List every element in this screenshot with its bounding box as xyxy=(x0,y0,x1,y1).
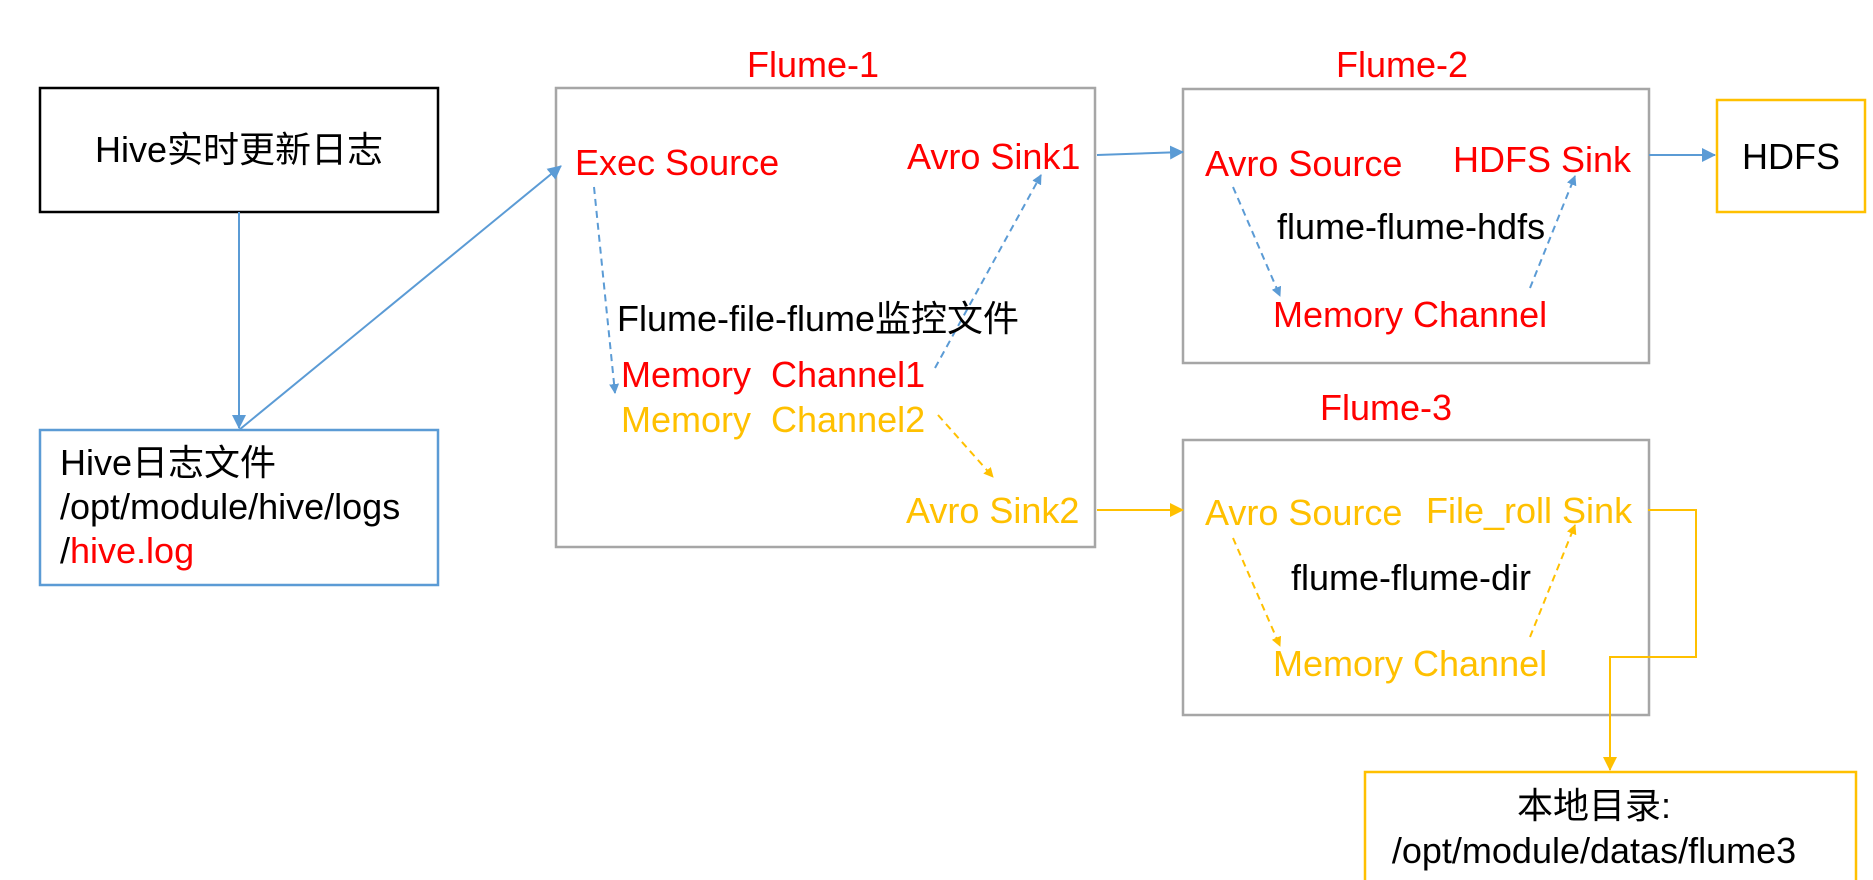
flume3-avro-source: Avro Source xyxy=(1205,492,1403,533)
hive-file-name: hive.log xyxy=(70,530,195,571)
flume1-box xyxy=(554,86,1097,549)
arrow-file-roll-sink-to-local-dir xyxy=(1603,509,1697,771)
flume1-memory-channel1: Memory Channel1 xyxy=(621,354,926,395)
hive-file-text: Hive日志文件 /opt/module/hive/logs /hive.log xyxy=(60,441,400,573)
local-dir-line2: /opt/module/datas/flume3 xyxy=(1391,830,1797,871)
flume3-memory-channel: Memory Channel xyxy=(1273,643,1548,684)
hdfs-label: HDFS xyxy=(1742,136,1840,177)
dash-channel2-to-avro-sink2 xyxy=(937,414,994,478)
flume1-exec-source: Exec Source xyxy=(575,142,780,183)
hive-log-title: Hive实时更新日志 xyxy=(94,129,384,170)
arrow-avro-sink1-to-flume2 xyxy=(1096,145,1184,160)
dash-f3-channel-to-file-roll-sink xyxy=(1529,524,1577,638)
flume3-box xyxy=(1181,438,1651,717)
hive-file-line3: /hive.log xyxy=(60,529,400,573)
flume1-description: Flume-file-flume监控文件 xyxy=(617,298,1020,339)
flume2-description: flume-flume-hdfs xyxy=(1277,206,1546,247)
flume2-memory-channel: Memory Channel xyxy=(1273,294,1548,335)
hive-file-path-prefix: / xyxy=(60,530,71,571)
flume2-title: Flume-2 xyxy=(1336,44,1469,85)
arrow-file-to-exec-source xyxy=(238,165,562,431)
flume2-hdfs-sink: HDFS Sink xyxy=(1453,139,1632,180)
local-dir-box xyxy=(1363,770,1858,880)
flume3-title: Flume-3 xyxy=(1320,387,1453,428)
flume3-file-roll-sink: File_roll Sink xyxy=(1426,490,1633,531)
dash-f2-source-to-channel xyxy=(1232,186,1282,297)
dash-f2-channel-to-hdfs-sink xyxy=(1529,175,1577,289)
flume1-avro-sink2: Avro Sink2 xyxy=(906,490,1080,531)
flume1-memory-channel2: Memory Channel2 xyxy=(621,399,926,440)
hdfs-box xyxy=(1715,98,1867,214)
flume1-avro-sink1: Avro Sink1 xyxy=(907,136,1081,177)
dash-channel1-to-avro-sink1 xyxy=(934,174,1042,369)
flume1-title: Flume-1 xyxy=(747,44,880,85)
dash-f3-source-to-channel xyxy=(1232,537,1281,647)
flume2-box xyxy=(1181,87,1651,365)
local-dir-line1: 本地目录: xyxy=(1516,785,1672,826)
flume2-avro-source: Avro Source xyxy=(1205,143,1403,184)
hive-file-line1: Hive日志文件 xyxy=(60,442,277,483)
hive-file-line2: /opt/module/hive/logs xyxy=(60,486,401,527)
flume3-description: flume-flume-dir xyxy=(1291,557,1532,598)
dash-exec-to-channel1 xyxy=(593,186,620,394)
